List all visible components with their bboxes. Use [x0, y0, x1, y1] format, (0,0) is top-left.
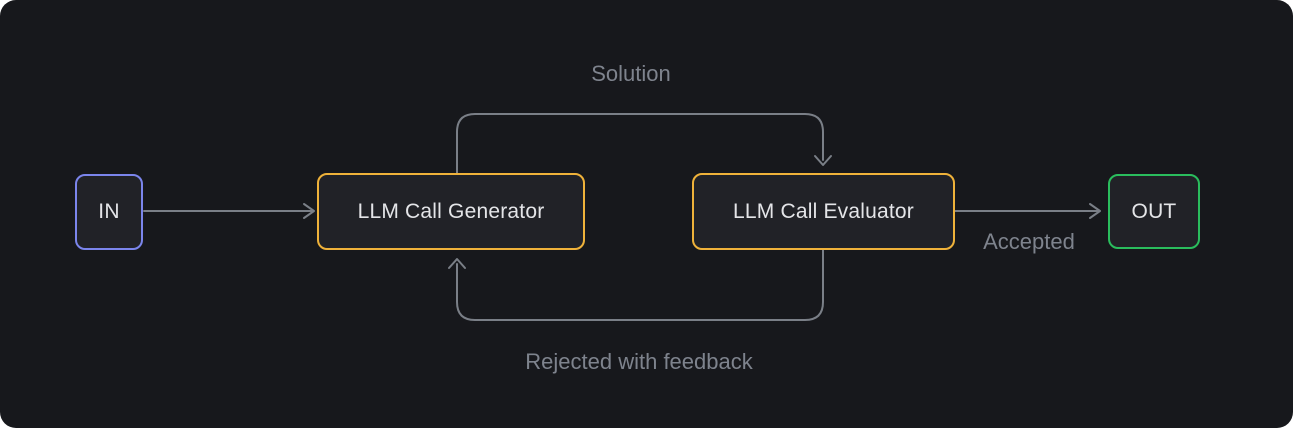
node-out: OUT [1108, 174, 1200, 249]
arrow-in-to-generator [143, 203, 315, 219]
arrow-evaluator-to-generator [448, 249, 824, 321]
edge-label-solution: Solution [591, 61, 671, 86]
node-in: IN [75, 174, 143, 250]
node-out-label: OUT [1131, 199, 1177, 223]
node-evaluator-label: LLM Call Evaluator [732, 199, 914, 223]
arrowhead-down-icon [814, 155, 832, 166]
node-in-label: IN [98, 200, 120, 223]
edge-label-rejected-with-feedback: Rejected with feedback [525, 349, 753, 374]
node-llm-call-evaluator: LLM Call Evaluator [692, 173, 955, 250]
edge-label-accepted: Accepted [983, 229, 1075, 254]
arrowhead-right-icon [1089, 203, 1101, 219]
arrowhead-up-icon [448, 258, 466, 269]
arrow-evaluator-to-out [947, 203, 1101, 219]
arrow-generator-to-evaluator [456, 113, 832, 174]
node-llm-call-generator: LLM Call Generator [317, 173, 585, 250]
arrowhead-right-icon [303, 203, 315, 219]
node-generator-label: LLM Call Generator [357, 199, 545, 223]
